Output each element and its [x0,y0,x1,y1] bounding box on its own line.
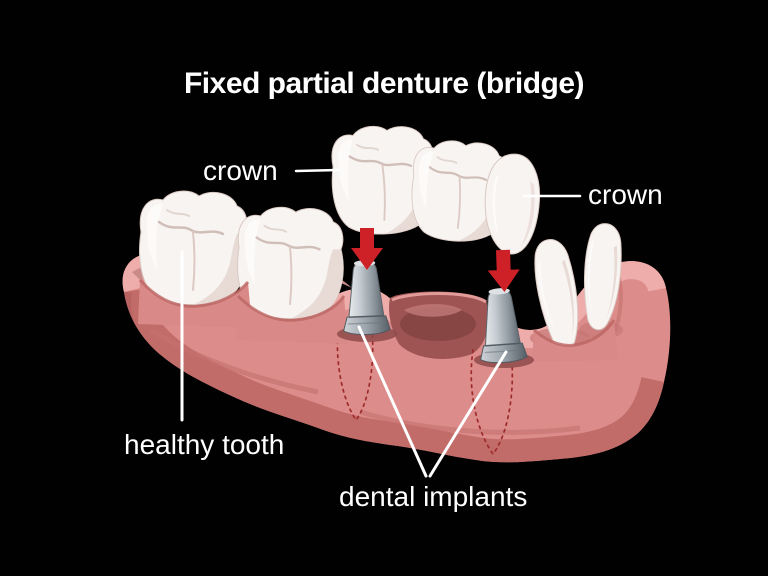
leader-line-crown-left [294,168,340,173]
recess-swirl [404,304,462,317]
gum-collars-right [532,319,618,362]
implant-root-outline-right [470,349,514,456]
gum-collar-molar2 [236,296,348,344]
healthy-molar-2 [236,206,345,320]
page-title: Fixed partial denture (bridge) [183,67,585,100]
gum-collars-left [138,278,348,344]
bridge-crown-canine [484,153,541,255]
gum-collar-molar1 [138,280,252,328]
gum-bottom-shadow [122,287,671,463]
gum-collar-incisors [532,320,618,362]
gum-fold-line-left [148,327,319,395]
healthy-molar-1 [138,189,249,307]
implant-root-outline-left [336,319,374,422]
down-arrow-icon-right [487,249,521,293]
recess-rim-highlight [391,292,487,304]
label-crown-left: crown [203,155,278,186]
leader-line-implant-right [428,350,508,478]
label-healthy-tooth: healthy tooth [124,429,285,460]
gum-fold-line-right [359,409,581,435]
label-crown-right: crown [588,179,663,210]
gumline-edge-incisors [533,319,616,347]
gumline-edge-molar2 [236,294,346,322]
bridge-crowns [329,123,541,255]
leader-lines [180,168,582,478]
label-dental-implants: dental implants [339,481,528,512]
edentulous-recess [389,291,489,359]
gumline-edge-molar1 [138,278,250,308]
leader-line-implant-left [357,325,428,478]
